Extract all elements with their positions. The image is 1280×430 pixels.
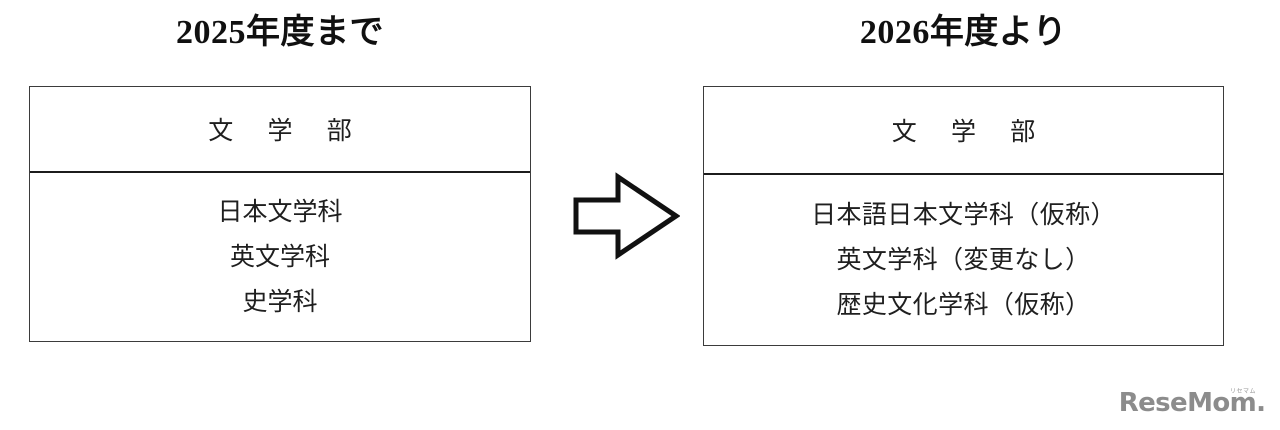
before-faculty-name: 文 学 部 (208, 118, 366, 145)
before-department-cell: 日本文学科 英文学科 史学科 (30, 173, 530, 339)
after-department-cell: 日本語日本文学科（仮称） 英文学科（変更なし） 歴史文化学科（仮称） (704, 175, 1223, 343)
before-department-list: 日本文学科 英文学科 史学科 (30, 190, 530, 325)
transition-arrow (572, 172, 680, 260)
list-item: 日本語日本文学科（仮称） (811, 201, 1116, 229)
after-faculty-name: 文 学 部 (891, 119, 1050, 146)
right-arrow-outline-icon (573, 172, 680, 260)
before-faculty-table: 文 学 部 日本文学科 英文学科 史学科 (29, 86, 531, 342)
list-item: 英文学科 (229, 243, 330, 271)
watermark-brand-text: ReseMom (1118, 388, 1257, 418)
after-faculty-header-cell: 文 学 部 (704, 87, 1223, 175)
list-item: 史学科 (242, 288, 318, 316)
watermark-ruby-text: リセマム (1229, 388, 1256, 395)
after-department-list: 日本語日本文学科（仮称） 英文学科（変更なし） 歴史文化学科（仮称） (704, 193, 1223, 328)
resemom-watermark: ReseMom . リセマム (1118, 388, 1266, 418)
before-column-title: 2025年度まで (176, 14, 384, 51)
before-faculty-header-cell: 文 学 部 (30, 87, 530, 173)
after-column-title: 2026年度より (859, 14, 1068, 51)
after-faculty-table: 文 学 部 日本語日本文学科（仮称） 英文学科（変更なし） 歴史文化学科（仮称） (703, 86, 1224, 346)
list-item: 英文学科（変更なし） (836, 246, 1091, 274)
watermark-period: . (1256, 388, 1266, 418)
list-item: 歴史文化学科（仮称） (836, 291, 1091, 319)
list-item: 日本文学科 (217, 198, 343, 226)
